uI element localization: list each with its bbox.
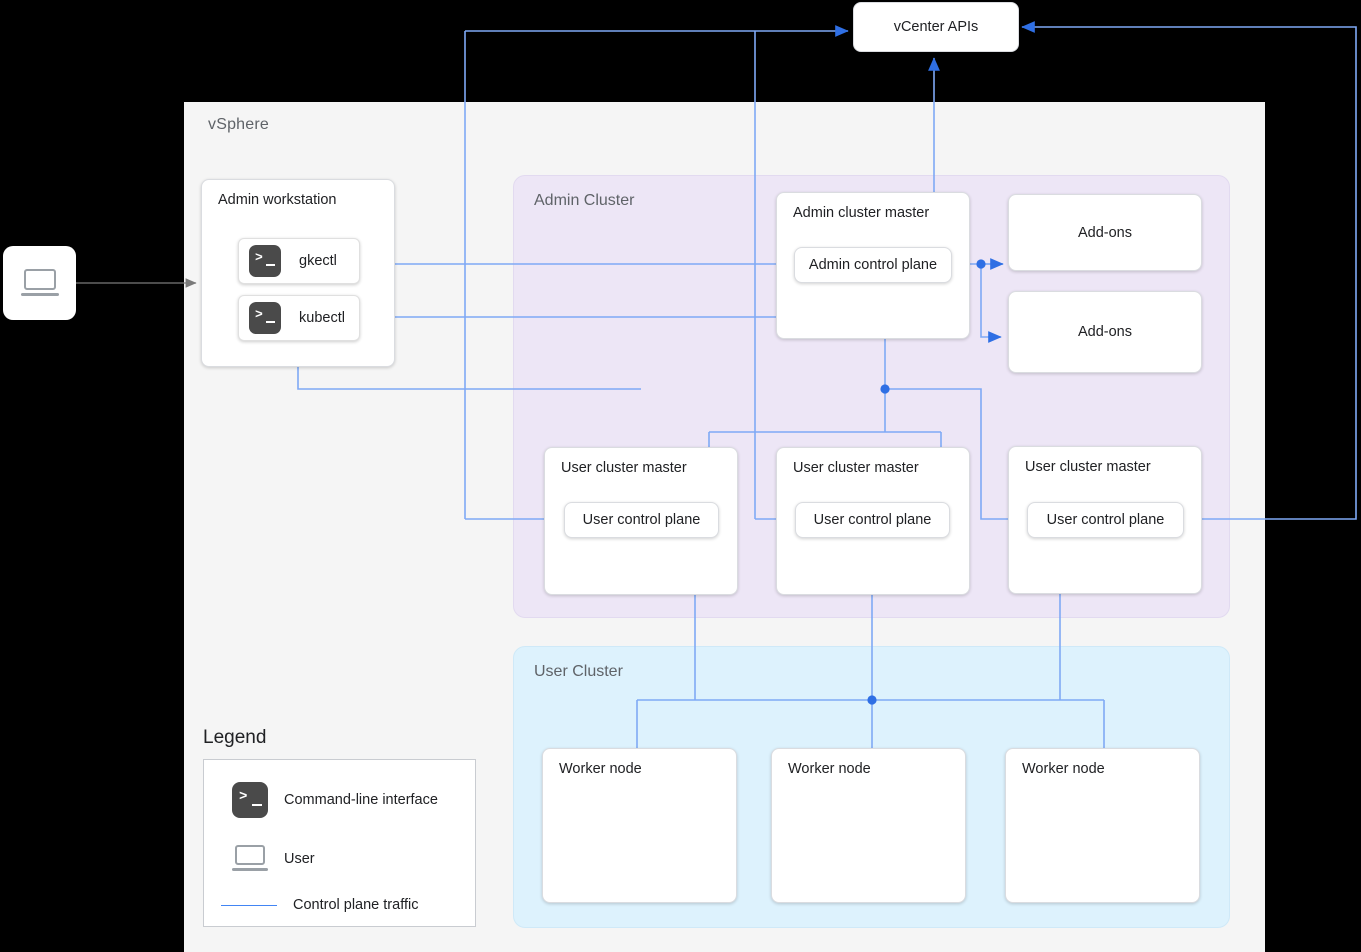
legend-item-cli: Command-line interface [232, 782, 438, 818]
line-icon [221, 904, 277, 906]
vcenter-apis-label: vCenter APIs [893, 19, 979, 35]
user-control-plane-card-3[interactable]: User control plane [1027, 502, 1184, 538]
user-control-plane-label-1: User control plane [582, 512, 701, 528]
admin-workstation-title: Admin workstation [218, 192, 337, 208]
legend-title: Legend [203, 727, 267, 748]
admin-cluster-master-title: Admin cluster master [793, 205, 930, 221]
cli-label-gkectl: gkectl [299, 253, 337, 269]
worker-node-title-1: Worker node [559, 761, 642, 777]
terminal-icon [249, 302, 281, 334]
legend-item-user: User [232, 845, 315, 872]
worker-node-title-2: Worker node [788, 761, 871, 777]
worker-node-card-1[interactable]: Worker node [542, 748, 737, 903]
laptop-icon [232, 845, 268, 872]
laptop-icon [20, 269, 59, 297]
user-control-plane-card-1[interactable]: User control plane [564, 502, 719, 538]
user-cluster-label: User Cluster [534, 663, 623, 680]
addons-card-1[interactable]: Add-ons [1008, 194, 1202, 271]
addons-label-2: Add-ons [1077, 324, 1132, 340]
user-cluster-master-title-2: User cluster master [793, 460, 919, 476]
worker-node-card-3[interactable]: Worker node [1005, 748, 1200, 903]
cli-label-kubectl: kubectl [299, 310, 345, 326]
worker-node-title-3: Worker node [1022, 761, 1105, 777]
vsphere-label: vSphere [208, 116, 269, 133]
admin-control-plane-card[interactable]: Admin control plane [794, 247, 952, 283]
legend-label-cli: Command-line interface [284, 792, 438, 808]
cli-chip-kubectl[interactable]: kubectl [238, 295, 360, 341]
legend-item-traffic: Control plane traffic [221, 897, 418, 913]
legend-label-traffic: Control plane traffic [293, 897, 419, 913]
addons-label-1: Add-ons [1077, 224, 1132, 241]
user-control-plane-card-2[interactable]: User control plane [795, 502, 950, 538]
vcenter-apis-card[interactable]: vCenter APIs [853, 2, 1019, 52]
user-cluster-master-title-3: User cluster master [1025, 459, 1151, 475]
worker-node-card-2[interactable]: Worker node [771, 748, 966, 903]
user-control-plane-label-2: User control plane [813, 512, 932, 528]
user-control-plane-label-3: User control plane [1046, 512, 1165, 528]
admin-control-plane-label: Admin control plane [808, 257, 938, 273]
user-node[interactable] [3, 246, 76, 320]
admin-cluster-label: Admin Cluster [534, 192, 635, 209]
user-cluster-master-title-1: User cluster master [561, 460, 687, 476]
legend-label-user: User [284, 850, 315, 867]
legend-box: Command-line interface User Control plan… [203, 759, 476, 927]
terminal-icon [232, 782, 268, 818]
cli-chip-gkectl[interactable]: gkectl [238, 238, 360, 284]
addons-card-2[interactable]: Add-ons [1008, 291, 1202, 373]
terminal-icon [249, 245, 281, 277]
